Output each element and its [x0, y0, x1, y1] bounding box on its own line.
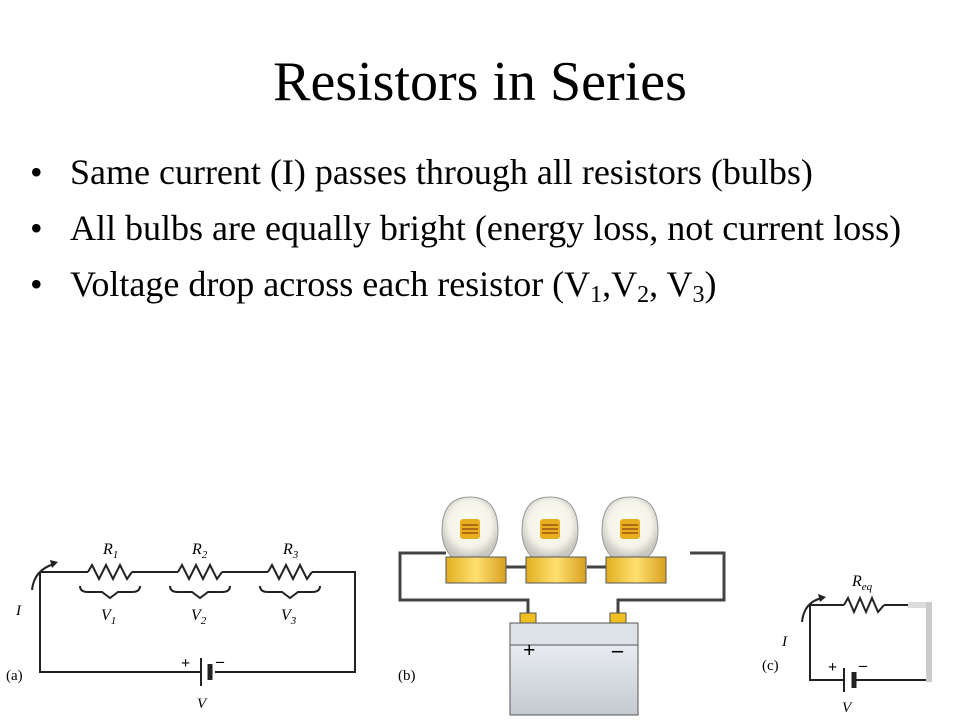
equivalent-circuit-diagram: I Req + – V (c) — [762, 573, 932, 716]
resistor-req-symbol — [843, 595, 885, 615]
resistor-label-r3: R3 — [282, 541, 299, 561]
battery-voltage-label: V — [197, 696, 208, 712]
figure-label-b: (b) — [398, 668, 416, 684]
battery-minus-label: – — [215, 653, 225, 670]
brace-v2 — [169, 585, 231, 600]
bullet-item: • Voltage drop across each resistor (V1,… — [30, 262, 910, 308]
figure-label-c: (c) — [762, 658, 779, 674]
light-bulb-1-icon — [441, 496, 507, 584]
current-label: I — [15, 603, 22, 619]
current-arrow-icon — [31, 563, 55, 591]
bullet-dot: • — [30, 208, 43, 248]
light-bulb-2-icon — [521, 496, 587, 584]
slide-title: Resistors in Series — [273, 51, 687, 113]
bulb-circuit-illustration: + – (b) — [398, 496, 726, 716]
brace-v3 — [259, 585, 321, 600]
bullet-item: • All bulbs are equally bright (energy l… — [30, 206, 910, 250]
battery-plus-label: + — [181, 655, 190, 672]
current-arrow-icon — [801, 597, 823, 623]
battery-minus-label: – — [858, 657, 868, 674]
battery-icon — [509, 612, 639, 716]
bullet-dot: • — [30, 264, 43, 304]
series-circuit-diagram: I R1 R2 R3 V1 V2 V3 + – V (a) — [6, 541, 356, 712]
bullet-list: • Same current (I) passes through all re… — [30, 150, 910, 318]
resistor-r1-symbol — [87, 562, 133, 582]
current-label: I — [781, 634, 788, 650]
bullet-text: Voltage drop across each resistor (V1,V2… — [70, 264, 717, 308]
bullet-item: • Same current (I) passes through all re… — [30, 150, 910, 194]
battery-voltage-label: V — [842, 700, 853, 716]
battery-minus-label: – — [611, 637, 624, 662]
bullet-dot: • — [30, 152, 43, 192]
brace-v1 — [79, 585, 141, 600]
resistor-label-r2: R2 — [191, 541, 208, 561]
bullet-text: Same current (I) passes through all resi… — [70, 152, 813, 192]
voltage-label-v1: V1 — [101, 607, 116, 627]
light-bulb-3-icon — [601, 496, 667, 584]
battery-plus-label: + — [523, 637, 536, 662]
resistor-r3-symbol — [267, 562, 313, 582]
voltage-label-v3: V3 — [281, 607, 297, 627]
resistor-label-r1: R1 — [102, 541, 118, 561]
resistor-label-req: Req — [851, 573, 873, 593]
resistor-r2-symbol — [177, 562, 223, 582]
voltage-label-v2: V2 — [191, 607, 207, 627]
figure-label-a: (a) — [6, 668, 23, 684]
battery-plus-label: + — [828, 659, 837, 676]
bullet-text: All bulbs are equally bright (energy los… — [70, 208, 902, 248]
